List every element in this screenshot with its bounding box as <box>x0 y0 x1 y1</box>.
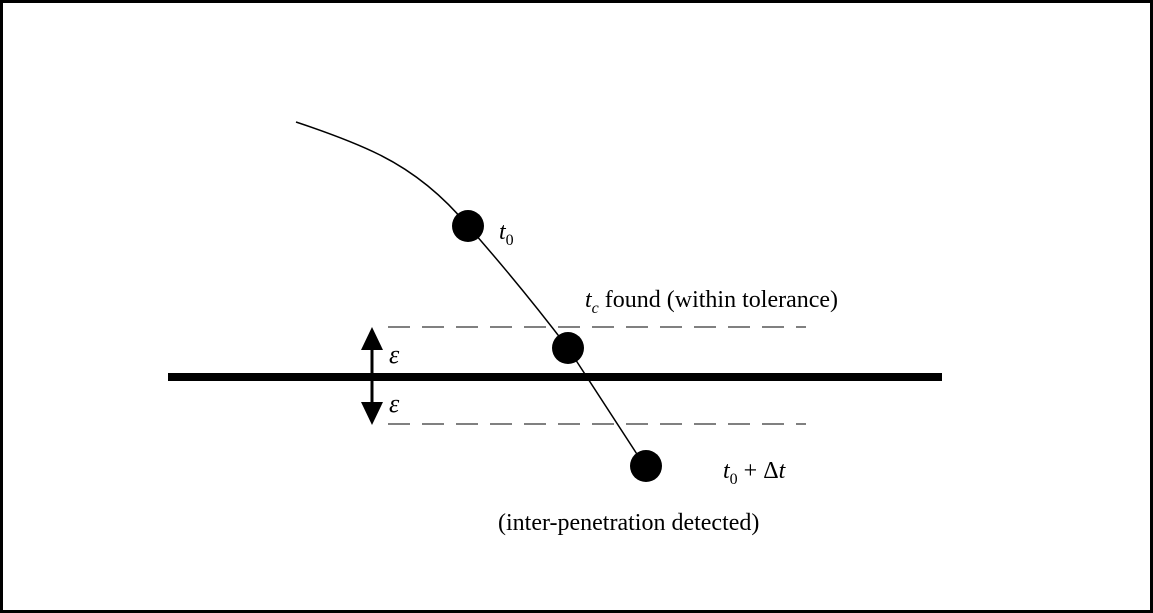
label-t0dt-text: + Δ <box>738 458 779 484</box>
label-t0dt-sub: 0 <box>730 471 738 488</box>
point-t0-plus-dt <box>630 450 662 482</box>
label-t0-plus-dt: t0 + Δt <box>681 458 815 488</box>
epsilon-arrow-down-head <box>361 402 383 425</box>
label-t0: t0 <box>499 219 514 249</box>
label-t0dt-base: t <box>723 458 731 484</box>
label-epsilon-lower: ε <box>389 389 400 418</box>
trajectory-curve <box>295 121 645 466</box>
epsilon-arrow-up-head <box>361 327 383 350</box>
label-interpenetration: (inter-penetration detected) <box>498 510 759 536</box>
label-tc-text: found (within tolerance) <box>599 287 838 313</box>
label-t0dt-t: t <box>779 458 787 484</box>
point-tc <box>552 332 584 364</box>
label-tc-sub: c <box>592 300 599 317</box>
label-tc-base: t <box>585 287 593 313</box>
label-t0-base: t <box>499 219 507 245</box>
point-t0 <box>452 210 484 242</box>
label-tc-found: tc found (within tolerance) <box>585 287 838 317</box>
label-epsilon-upper: ε <box>389 340 400 369</box>
label-t0-sub: 0 <box>506 232 514 249</box>
